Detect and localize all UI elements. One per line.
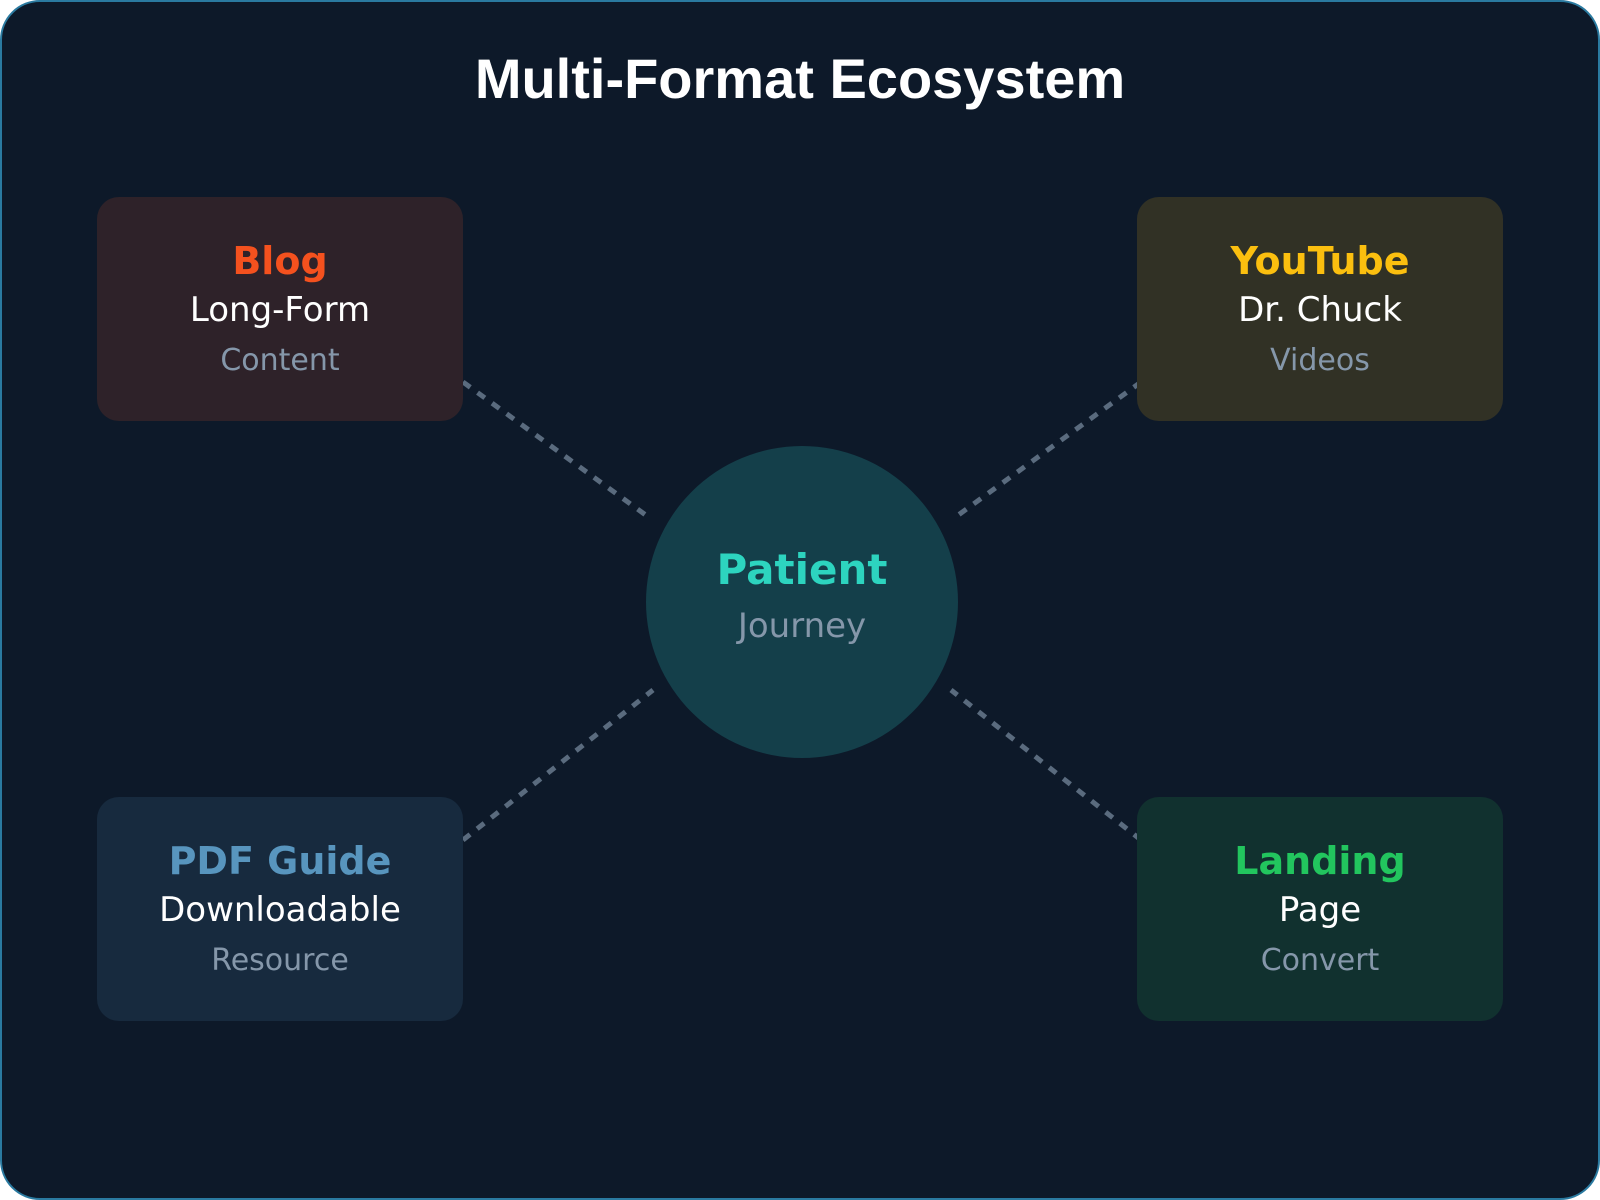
node-title: Blog [232, 239, 328, 283]
connector-blog [461, 379, 649, 519]
node-title: YouTube [1230, 239, 1410, 283]
node-blog: Blog Long-Form Content [97, 197, 463, 421]
node-title: PDF Guide [168, 839, 392, 883]
node-subtitle: Downloadable [159, 890, 401, 930]
node-subtitle: Long-Form [189, 290, 371, 330]
diagram-title: Multi-Format Ecosystem [474, 47, 1126, 110]
hub-patient-journey: Patient Journey [646, 446, 958, 758]
hub-subtitle: Journey [737, 606, 867, 646]
node-landing-page: Landing Page Convert [1137, 797, 1503, 1021]
connector-landing [949, 688, 1143, 842]
node-note: Content [220, 343, 340, 378]
hub-title: Patient [716, 545, 888, 594]
node-subtitle: Dr. Chuck [1238, 290, 1402, 330]
node-note: Convert [1260, 943, 1380, 978]
connector-youtube [955, 379, 1143, 519]
node-youtube: YouTube Dr. Chuck Videos [1137, 197, 1503, 421]
node-title: Landing [1234, 839, 1406, 883]
node-subtitle: Page [1278, 890, 1362, 930]
node-note: Resource [211, 943, 349, 978]
node-note: Videos [1270, 343, 1370, 378]
node-pdf-guide: PDF Guide Downloadable Resource [97, 797, 463, 1021]
connector-pdf [461, 688, 655, 842]
